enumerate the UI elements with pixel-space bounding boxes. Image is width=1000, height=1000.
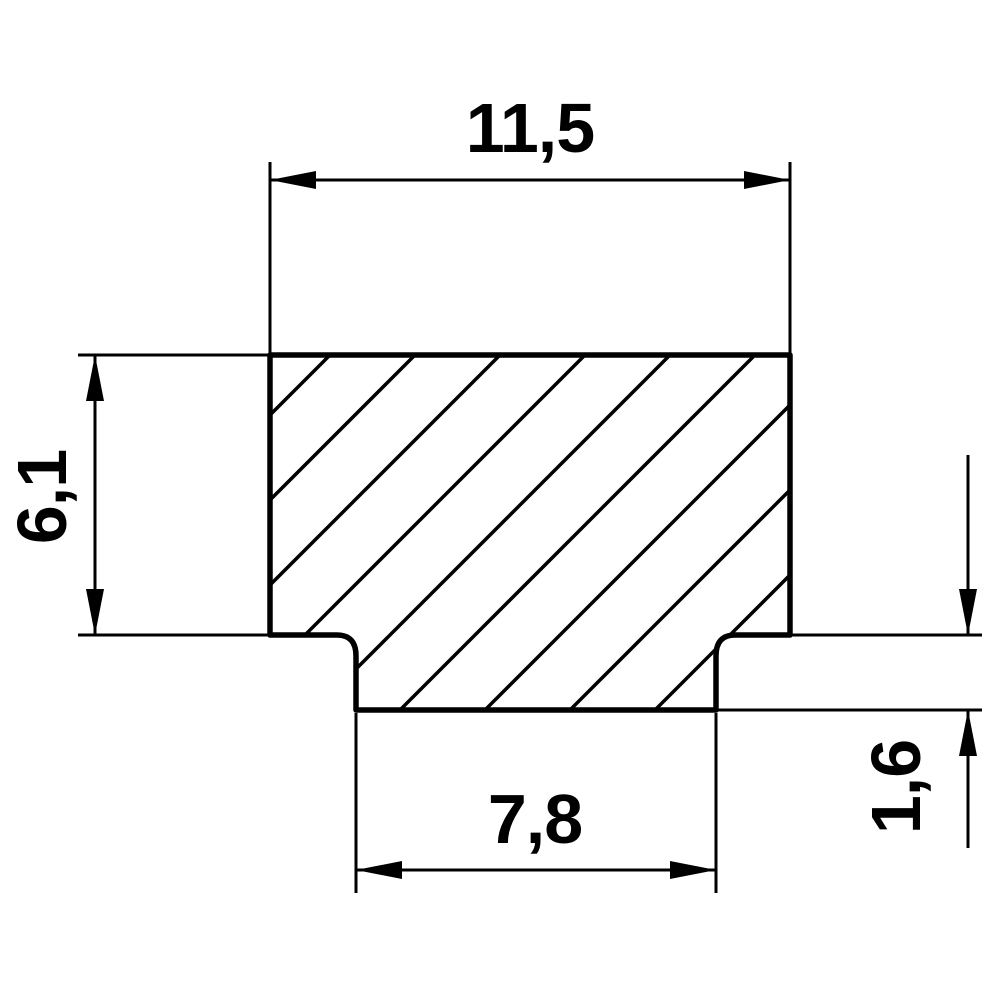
dimension-lines bbox=[93, 178, 970, 872]
arrow-right-up bbox=[959, 710, 977, 756]
dimension-label-bottom-width: 7,8 bbox=[488, 780, 582, 858]
dimension-label-left-height: 6,1 bbox=[3, 450, 81, 544]
section-hatching bbox=[270, 355, 790, 710]
dimension-arrowheads bbox=[86, 171, 977, 879]
dimension-label-top-width: 11,5 bbox=[466, 89, 594, 167]
arrow-left-down bbox=[86, 589, 104, 635]
dimension-label-right-step: 1,6 bbox=[857, 740, 935, 834]
arrow-top-left bbox=[270, 171, 316, 189]
arrow-top-right bbox=[744, 171, 790, 189]
arrow-left-up bbox=[86, 355, 104, 401]
arrow-right-down bbox=[959, 589, 977, 635]
arrow-bottom-left bbox=[356, 861, 402, 879]
extension-lines bbox=[78, 162, 982, 893]
part-outline bbox=[267, 352, 793, 713]
arrow-bottom-right bbox=[670, 861, 716, 879]
